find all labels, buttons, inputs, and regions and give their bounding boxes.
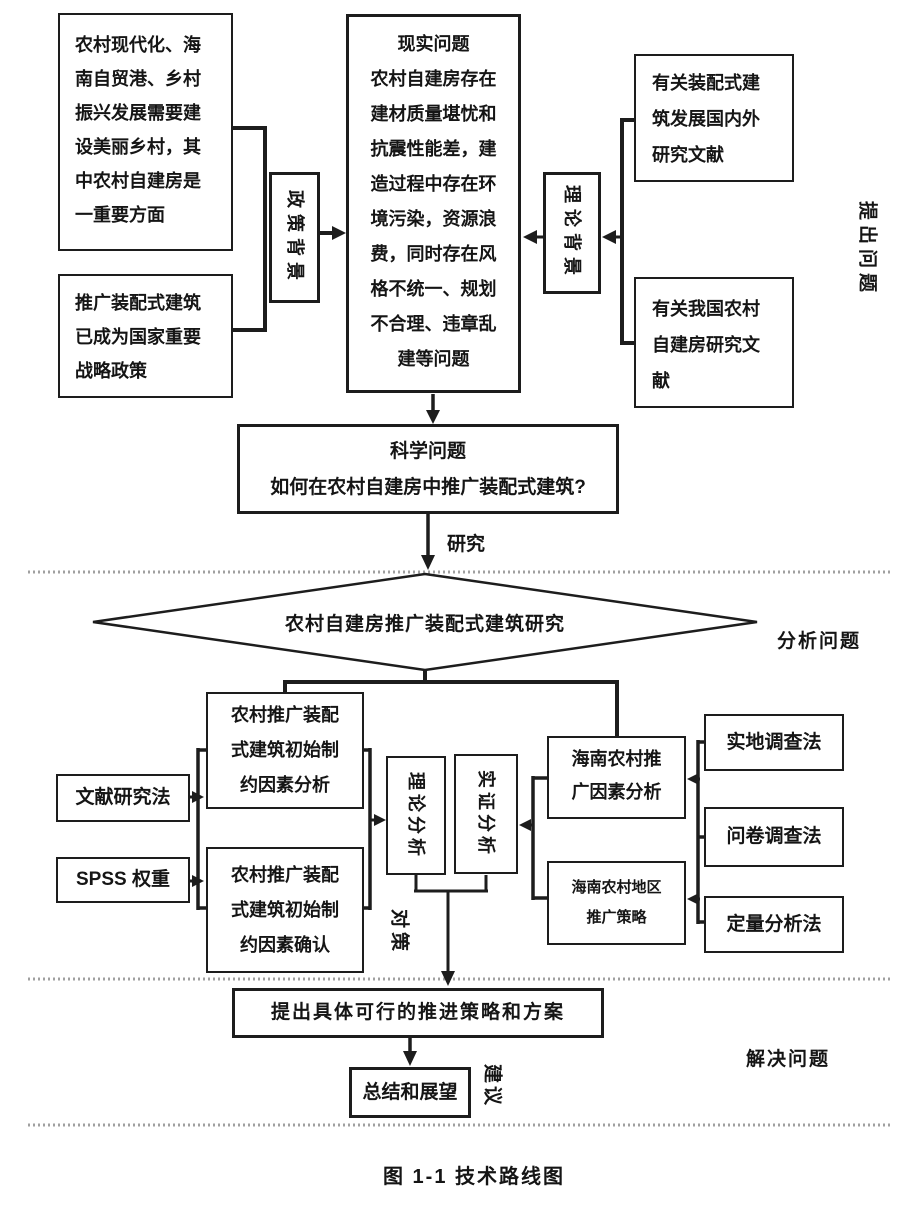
stage-label-raise-problem: 提出问题 (850, 195, 888, 303)
policy-background-label-text: 政策背景 (284, 189, 305, 286)
empirical-analysis-box: 实证分析 (454, 754, 518, 874)
suggestion-label: 建议 (478, 1058, 510, 1113)
method-quantitative-box: 定量分析法 (704, 896, 844, 953)
research-arrow-label: 研究 (447, 534, 486, 555)
section-dividers (28, 570, 893, 1127)
literature-box-assembly: 有关装配式建 筑发展国内外 研究文献 (634, 54, 794, 182)
connector-diamond-branches (283, 670, 619, 738)
arrow-theory-to-reality (523, 230, 543, 244)
theory-analysis-text: 理论分析 (406, 771, 426, 860)
literature-box-rural: 有关我国农村 自建房研究文 献 (634, 277, 794, 408)
arrow-bracket-to-theory (602, 230, 622, 244)
arrow-to-theory-analysis (370, 814, 386, 826)
bracket-survey-methods (696, 740, 705, 924)
method-questionnaire-box: 问卷调查法 (704, 807, 844, 867)
reality-problem-box: 现实问题 农村自建房存在 建材质量堪忧和 抗震性能差，建 造过程中存在环 境污染… (346, 14, 521, 393)
stage-label-solve-problem: 解决问题 (746, 1049, 831, 1070)
empirical-analysis-text: 实证分析 (476, 770, 496, 858)
bracket-policy (233, 126, 267, 332)
bracket-hainan-out (531, 776, 548, 900)
hainan-factor-box: 海南农村推 广因素分析 (547, 736, 686, 819)
stage-label-raise-text: 提出问题 (856, 200, 878, 298)
science-question-box: 科学问题 如何在农村自建房中推广装配式建筑? (237, 424, 619, 514)
arrowhead-to-proposal (441, 971, 455, 986)
arrow-spss-method (190, 875, 204, 887)
reality-problem-title: 现实问题 (397, 34, 470, 54)
theory-analysis-box: 理论分析 (386, 756, 446, 875)
reality-problem-body: 农村自建房存在 建材质量堪忧和 抗震性能差，建 造过程中存在环 境污染，资源浪 … (370, 69, 497, 369)
method-field-survey-box: 实地调查法 (704, 714, 844, 771)
arrow-reality-to-science (426, 394, 440, 424)
method-spss-box: SPSS 权重 (56, 857, 190, 903)
arrow-proposal-to-summary (403, 1038, 417, 1066)
method-literature-box: 文献研究法 (56, 774, 190, 822)
arrow-policy-to-reality (320, 226, 346, 240)
arrow-science-to-diamond (421, 514, 435, 570)
arrow-to-empirical-analysis (519, 819, 533, 831)
factor-analysis-box: 农村推广装配 式建筑初始制 约因素分析 (206, 692, 364, 809)
policy-background-label: 政策背景 (269, 172, 320, 303)
countermeasure-label: 对策 (385, 903, 417, 961)
policy-background-box-2: 推广装配式建筑 已成为国家重要 战略政策 (58, 274, 233, 398)
arrow-literature-method (190, 791, 204, 803)
figure-caption: 图 1-1 技术路线图 (382, 1166, 566, 1188)
summary-outlook-box: 总结和展望 (349, 1067, 471, 1118)
hainan-strategy-box: 海南农村地区 推广策略 (547, 861, 686, 945)
factor-confirm-box: 农村推广装配 式建筑初始制 约因素确认 (206, 847, 364, 973)
proposal-box: 提出具体可行的推进策略和方案 (232, 988, 604, 1038)
diamond-label: 农村自建房推广装配式建筑研究 (284, 614, 565, 635)
stage-label-analyze-problem: 分析问题 (777, 631, 862, 652)
theory-background-label-text: 理论背景 (562, 185, 582, 281)
policy-background-box-1: 农村现代化、海 南自贸港、乡村 振兴发展需要建 设美丽乡村，其 中农村自建房是 … (58, 13, 233, 251)
science-question-text: 如何在农村自建房中推广装配式建筑? (270, 477, 586, 498)
arrow-to-hainan-factor (687, 773, 700, 785)
science-question-title: 科学问题 (389, 441, 466, 462)
theory-background-label: 理论背景 (543, 172, 601, 294)
bracket-left-methods (196, 748, 206, 910)
countermeasure-label-text: 对策 (388, 908, 410, 956)
bracket-factor-out (363, 748, 372, 910)
arrow-to-hainan-strategy (687, 893, 700, 905)
suggestion-label-text: 建议 (481, 1063, 503, 1108)
connector-analysis-down (414, 875, 488, 971)
bracket-literature (620, 118, 635, 345)
